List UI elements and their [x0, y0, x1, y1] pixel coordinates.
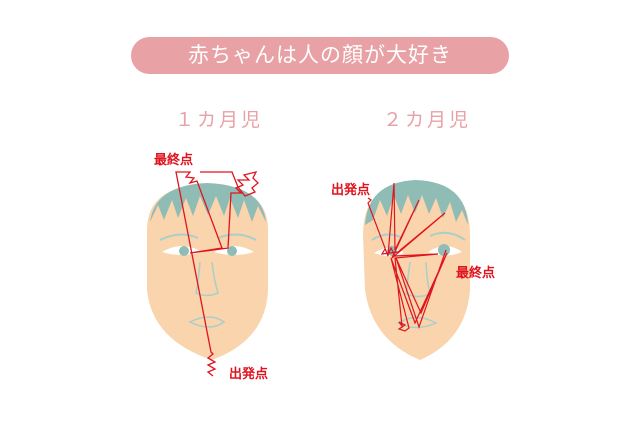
end-point-label-1-month: 最終点	[154, 153, 194, 168]
end-point-label-2-month: 最終点	[456, 266, 496, 281]
face-outline	[363, 182, 470, 360]
hair	[365, 180, 468, 225]
left-eyebrow	[159, 233, 199, 241]
start-point-label-2-month: 出発点	[331, 183, 371, 198]
scanpath-2-month	[367, 182, 448, 332]
face-1-month	[147, 171, 268, 377]
face-outline	[147, 185, 268, 360]
age-label-1-month: １カ月児	[175, 109, 264, 131]
right-iris	[227, 246, 237, 256]
nose	[405, 261, 431, 298]
mouth	[188, 316, 226, 328]
left-iris	[179, 246, 189, 256]
right-eyebrow	[217, 233, 257, 241]
title-banner: 赤ちゃんは人の顔が大好き	[131, 37, 509, 74]
scanpath-1-month	[175, 171, 259, 377]
right-eyebrow	[429, 231, 466, 241]
face-2-month	[363, 180, 470, 360]
start-point-label-1-month: 出発点	[229, 367, 269, 382]
nose	[195, 261, 219, 297]
left-eyebrow	[371, 233, 403, 241]
age-label-2-month: ２カ月児	[383, 109, 472, 131]
